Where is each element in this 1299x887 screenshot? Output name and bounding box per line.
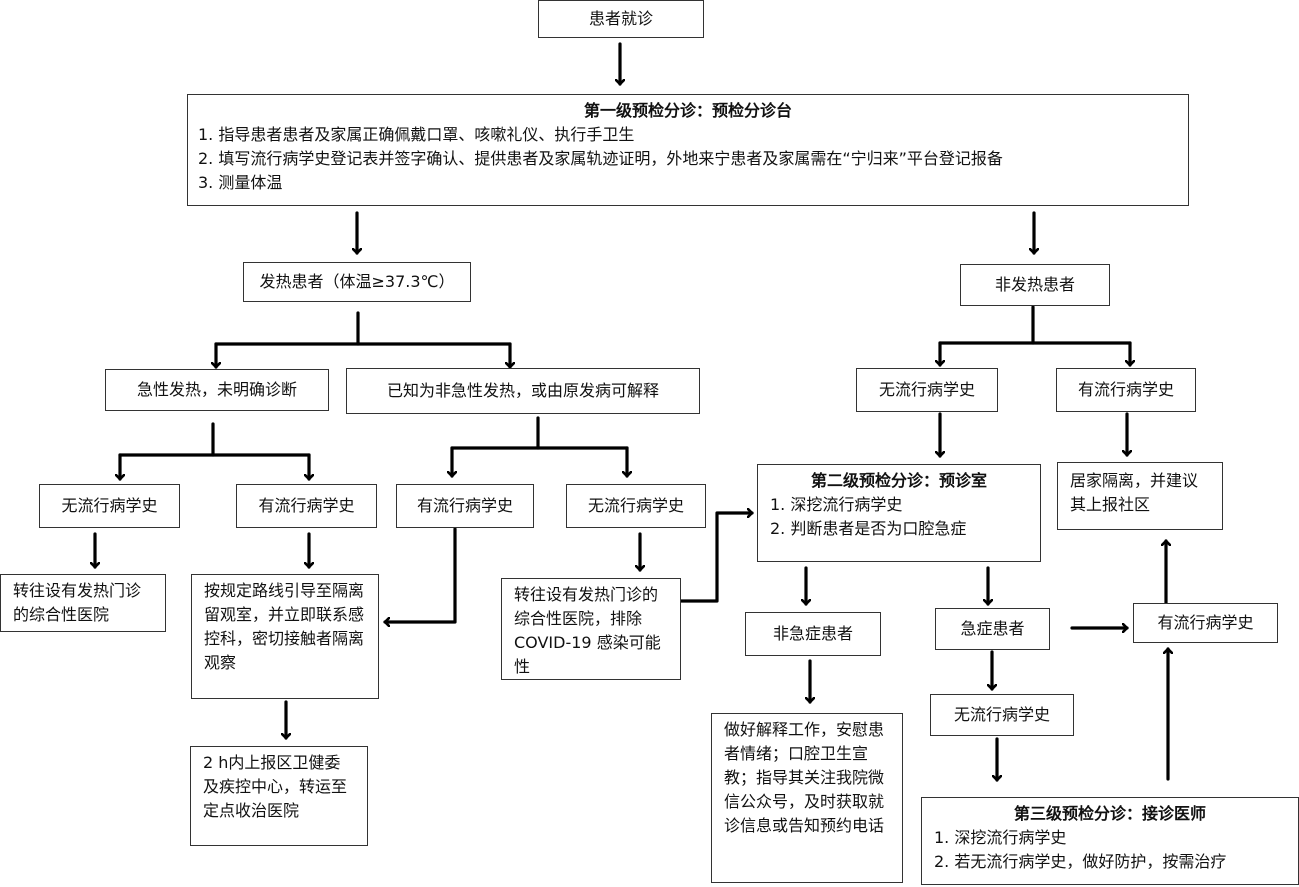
node-label: 非发热患者: [994, 275, 1075, 294]
node-label: 2 h内上报区卫健委及疾控中心，转运至定点收治医院: [203, 753, 348, 820]
node-label: 非急症患者: [772, 624, 853, 643]
node-label: 居家隔离，并建议其上报社区: [1070, 471, 1199, 514]
node-label: 无流行病学史: [953, 705, 1050, 724]
node-em-has-epi-history: 有流行病学史: [1133, 603, 1278, 643]
node-nf-no-epi-history: 无流行病学史: [856, 368, 998, 412]
node-label: 患者就诊: [588, 9, 653, 28]
node-label: 无流行病学史: [61, 496, 158, 515]
level2-item-1: 1. 深挖流行病学史: [770, 495, 903, 514]
node-label: 转往设有发热门诊的综合性医院: [13, 581, 142, 624]
node-refer-fever-clinic: 转往设有发热门诊的综合性医院: [0, 574, 166, 632]
node-explain-reassure: 做好解释工作，安慰患者情绪；口腔卫生宣教；指导其关注我院微信公众号，及时获取就诊…: [711, 713, 903, 883]
node-af-no-epi-history: 无流行病学史: [39, 484, 180, 528]
node-patient-visit: 患者就诊: [538, 0, 704, 38]
node-kn-no-epi-history: 无流行病学史: [566, 484, 706, 528]
node-non-fever-patient: 非发热患者: [960, 264, 1110, 306]
node-label: 急症患者: [960, 619, 1025, 638]
node-refer-exclude-covid: 转往设有发热门诊的综合性医院，排除 COVID-19 感染可能性: [501, 578, 681, 680]
node-home-isolation: 居家隔离，并建议其上报社区: [1057, 462, 1223, 530]
node-emergency: 急症患者: [935, 608, 1050, 650]
node-non-emergency: 非急症患者: [745, 612, 881, 656]
node-label: 有流行病学史: [258, 496, 355, 515]
node-label: 按规定路线引导至隔离留观室，并立即联系感控科，密切接触者隔离观察: [204, 581, 365, 672]
level3-title: 第三级预检分诊：接诊医师: [1013, 804, 1206, 823]
level1-item-3: 3. 测量体温: [198, 173, 283, 192]
node-level2-triage: 第二级预检分诊：预诊室 1. 深挖流行病学史 2. 判断患者是否为口腔急症: [757, 464, 1041, 562]
level3-item-2: 2. 若无流行病学史，做好防护，按需治疗: [934, 852, 1227, 871]
node-label: 发热患者（体温≥37.3℃）: [259, 272, 455, 291]
node-label: 急性发热，未明确诊断: [136, 380, 297, 399]
node-nf-has-epi-history: 有流行病学史: [1056, 368, 1196, 412]
level1-title: 第一级预检分诊：预检分诊台: [583, 101, 792, 120]
node-label: 有流行病学史: [1157, 613, 1254, 632]
node-label: 有流行病学史: [1077, 380, 1174, 399]
node-acute-fever: 急性发热，未明确诊断: [105, 369, 329, 411]
node-label: 无流行病学史: [878, 380, 975, 399]
node-label: 已知为非急性发热，或由原发病可解释: [386, 381, 659, 400]
node-label: 无流行病学史: [587, 496, 684, 515]
node-label: 做好解释工作，安慰患者情绪；口腔卫生宣教；指导其关注我院微信公众号，及时获取就诊…: [724, 720, 885, 835]
level2-title: 第二级预检分诊：预诊室: [810, 471, 987, 490]
node-known-non-acute-fever: 已知为非急性发热，或由原发病可解释: [346, 368, 700, 414]
node-kn-has-epi-history: 有流行病学史: [396, 484, 534, 528]
level3-item-1: 1. 深挖流行病学史: [934, 828, 1067, 847]
level2-item-2: 2. 判断患者是否为口腔急症: [770, 519, 967, 538]
node-level1-triage: 第一级预检分诊：预检分诊台 1. 指导患者患者及家属正确佩戴口罩、咳嗽礼仪、执行…: [187, 94, 1189, 206]
node-af-has-epi-history: 有流行病学史: [236, 484, 377, 528]
node-fever-patient: 发热患者（体温≥37.3℃）: [243, 262, 471, 302]
node-label: 转往设有发热门诊的综合性医院，排除 COVID-19 感染可能性: [514, 585, 661, 676]
node-level3-triage: 第三级预检分诊：接诊医师 1. 深挖流行病学史 2. 若无流行病学史，做好防护，…: [921, 797, 1299, 885]
node-isolation-guide: 按规定路线引导至隔离留观室，并立即联系感控科，密切接触者隔离观察: [191, 574, 379, 699]
node-report-2h: 2 h内上报区卫健委及疾控中心，转运至定点收治医院: [190, 746, 368, 846]
node-em-no-epi-history: 无流行病学史: [930, 694, 1074, 736]
level1-item-1: 1. 指导患者患者及家属正确佩戴口罩、咳嗽礼仪、执行手卫生: [198, 125, 635, 144]
level1-item-2: 2. 填写流行病学史登记表并签字确认、提供患者及家属轨迹证明，外地来宁患者及家属…: [198, 149, 1003, 168]
node-label: 有流行病学史: [416, 496, 513, 515]
